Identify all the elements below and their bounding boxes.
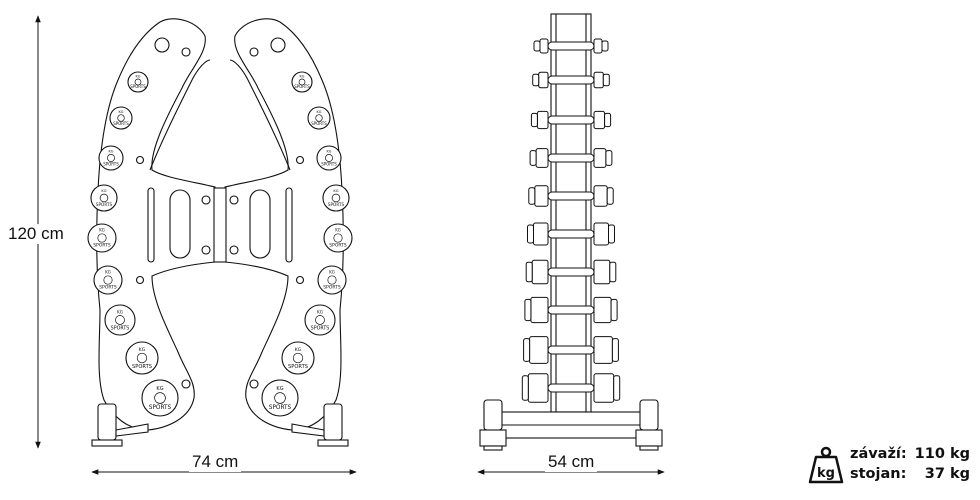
svg-text:KG: KG [317,309,323,314]
svg-text:SPORTS: SPORTS [328,202,345,207]
svg-text:SPORTS: SPORTS [269,405,292,411]
dumbbell [521,373,621,403]
front-view-dumbbells [521,38,621,403]
dumbbell [527,222,615,246]
svg-text:SPORTS: SPORTS [294,84,310,89]
dumbbell [533,38,609,54]
side-width-label: 74 cm [189,452,242,472]
svg-text:SPORTS: SPORTS [321,161,337,166]
svg-text:KG: KG [333,189,338,193]
svg-text:SPORTS: SPORTS [132,364,152,370]
weight-plate: SPORTS KG [104,304,136,336]
svg-text:SPORTS: SPORTS [311,121,327,126]
front-foot-right [635,399,663,451]
svg-text:SPORTS: SPORTS [288,364,308,370]
weight-plate: SPORTS KG [307,106,331,130]
dumbbell [530,110,612,130]
dumbbell [529,148,613,168]
svg-text:KG: KG [99,228,105,233]
svg-text:SPORTS: SPORTS [311,325,330,331]
svg-text:KG: KG [329,270,335,275]
weight-plate: SPORTS KG [317,265,347,295]
svg-text:SPORTS: SPORTS [111,325,130,331]
svg-text:KG: KG [299,75,304,79]
front-foot-left [479,399,507,451]
side-frame-left [96,18,216,431]
weight-plate: SPORTS KG [141,379,179,417]
svg-text:KG: KG [156,386,163,392]
svg-text:KG: KG [295,347,302,353]
dumbbell [523,336,619,364]
dumbbell [525,259,617,285]
kg-icon-text: kg [817,466,835,481]
side-frame-right [224,18,344,431]
svg-text:SPORTS: SPORTS [149,405,172,411]
weight-plate: SPORTS KG [281,341,315,375]
svg-text:SPORTS: SPORTS [93,243,111,249]
spec-label: stojan: [850,466,907,482]
svg-text:SPORTS: SPORTS [96,202,113,207]
center-plate [213,187,227,263]
weight-plate: SPORTS KG [87,223,117,253]
weight-plate: SPORTS KG [109,106,133,130]
svg-text:KG: KG [117,309,123,314]
kg-weight-icon: kg [808,446,844,484]
svg-text:KG: KG [105,270,111,275]
svg-text:KG: KG [335,228,341,233]
weight-plate: SPORTS KG [291,71,313,93]
weight-plate: SPORTS KG [322,184,350,212]
weight-plate: SPORTS KG [98,145,124,171]
spec-label: závaží: [850,446,907,462]
svg-text:KG: KG [316,110,321,114]
svg-text:KG: KG [135,75,140,79]
svg-text:SPORTS: SPORTS [329,243,347,249]
side-view-plates: SPORTS KG SPORTS KG SPORTS KG SPORTS KG SPORTS KG… [87,71,353,417]
svg-text:SPORTS: SPORTS [99,285,117,291]
dumbbell [524,296,618,324]
side-foot-left [91,403,149,447]
svg-text:KG: KG [139,347,146,353]
weight-specs: kg závaží: 110 kg stojan: 37 kg [806,440,976,490]
svg-text:SPORTS: SPORTS [103,161,119,166]
weight-plate: SPORTS KG [323,223,353,253]
dumbbell [532,71,610,89]
svg-text:KG: KG [118,110,123,114]
weight-plate: SPORTS KG [90,184,118,212]
weight-plate: SPORTS KG [93,265,123,295]
weight-plate: SPORTS KG [125,341,159,375]
weight-plate: SPORTS KG [261,379,299,417]
front-width-label: 54 cm [545,452,598,472]
svg-text:SPORTS: SPORTS [323,285,341,291]
weight-plate: SPORTS KG [304,304,336,336]
svg-text:KG: KG [101,189,106,193]
side-foot-right [291,403,349,447]
height-label: 120 cm [6,224,66,244]
svg-text:KG: KG [276,386,283,392]
svg-text:KG: KG [326,150,331,154]
svg-text:SPORTS: SPORTS [130,84,146,89]
weight-plate: SPORTS KG [127,71,149,93]
svg-text:SPORTS: SPORTS [113,121,129,126]
dumbbell [528,185,614,207]
spec-value: 37 kg [924,466,970,482]
weight-plate: SPORTS KG [316,145,342,171]
svg-text:KG: KG [108,150,113,154]
spec-value: 110 kg [914,446,970,462]
